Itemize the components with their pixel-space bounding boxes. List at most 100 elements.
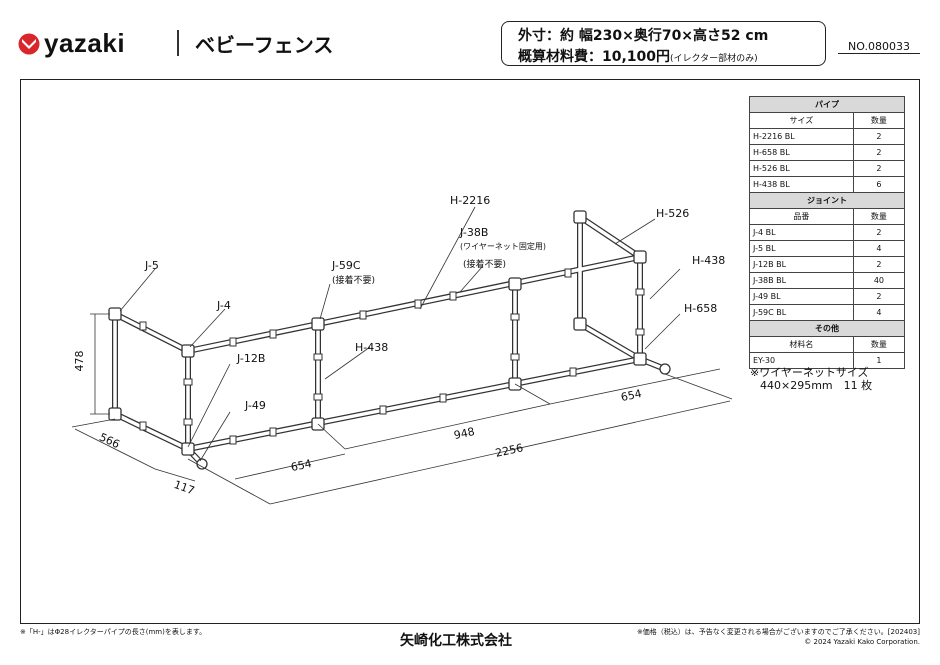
part-name: J-38B BL (749, 272, 854, 289)
part-qty: 2 (852, 288, 906, 305)
part-qty: 2 (852, 224, 906, 241)
part-qty: 6 (852, 176, 906, 193)
parts-section-header: パイプ (749, 96, 905, 113)
label-h526: H-526 (656, 207, 689, 220)
spec-size: 外寸：約 幅230×奥行70×高さ52 cm (518, 28, 769, 44)
brand-logo: yazaki (18, 28, 125, 59)
spec-cost-note: (イレクター部材のみ) (670, 54, 758, 64)
leader-lines (119, 206, 681, 462)
spec-cost: 概算材料費：10,100円(イレクター部材のみ) (518, 46, 758, 66)
part-name: J-49 BL (749, 288, 854, 305)
parts-column-header: 品番数量 (749, 208, 906, 225)
parts-col-qty: 数量 (852, 112, 906, 129)
parts-col-name: サイズ (749, 112, 854, 129)
joints (108, 210, 671, 470)
parts-column-header: 材料名数量 (749, 336, 906, 353)
brand-name: yazaki (44, 28, 126, 58)
part-qty: 2 (852, 256, 906, 273)
parts-col-name: 品番 (749, 208, 854, 225)
part-qty: 1 (852, 352, 906, 369)
spec-cost-label: 概算材料費：10,100円 (518, 49, 671, 65)
dim-back-right: 654 (620, 387, 643, 404)
part-name: H-2216 BL (749, 128, 854, 145)
company-name: 矢崎化工株式会社 (400, 633, 512, 649)
joint-j12b-right-bottom (633, 352, 647, 366)
parts-column-header: サイズ数量 (749, 112, 906, 129)
part-qty: 2 (852, 160, 906, 177)
joint-j5-left-bottom (108, 407, 122, 421)
label-j4: J-4 (216, 299, 231, 312)
label-j38b: J-38B (459, 226, 488, 239)
part-name: J-12B BL (749, 256, 854, 273)
label-j38b-note2: (接着不要) (463, 258, 506, 270)
fence-diagram: H-2216 H-526 H-438 H-658 H-438 J-5 J-4 J… (71, 194, 733, 505)
label-h2216: H-2216 (450, 194, 490, 207)
joint-j5-right-back-bottom (573, 317, 587, 331)
part-name: J-59C BL (749, 304, 854, 321)
part-name: H-438 BL (749, 176, 854, 193)
document-number: NO.080033 (838, 40, 920, 54)
dim-height: 478 (73, 351, 86, 372)
yazaki-logo-icon (18, 33, 40, 54)
joint-j5-right-back-top (573, 210, 587, 224)
main-frame (20, 79, 920, 624)
part-qty: 40 (852, 272, 906, 289)
part-qty: 4 (852, 240, 906, 257)
label-h658: H-658 (684, 302, 717, 315)
label-j38b-note1: (ワイヤーネット固定用) (460, 241, 546, 251)
clamps-j38b (139, 268, 645, 445)
wire-net-note: ※ワイヤーネットサイズ (750, 366, 869, 379)
label-j5: J-5 (144, 259, 159, 272)
label-j12b: J-12B (236, 352, 265, 365)
parts-section-header: ジョイント (749, 192, 905, 209)
parts-col-qty: 数量 (852, 336, 906, 353)
dim-middle: 948 (453, 425, 476, 442)
parts-col-name: 材料名 (749, 336, 854, 353)
header-divider (177, 30, 179, 56)
footnote-right: ※価格（税込）は、予告なく変更される場合がございますのでご了承ください。[202… (636, 628, 920, 636)
joint-j4-front-top (181, 344, 195, 358)
parts-section-title: パイプ (749, 96, 905, 113)
label-h438-right: H-438 (692, 254, 725, 267)
joint-j49-foot-right (659, 363, 671, 375)
joint-j59c-mid-right-top (508, 277, 522, 291)
parts-section-title: ジョイント (749, 192, 905, 209)
label-j59c-note: (接着不要) (332, 274, 375, 286)
dim-front-left: 654 (290, 457, 313, 474)
wire-net-size: 440×295mm 11 枚 (760, 379, 873, 392)
part-name: H-526 BL (749, 160, 854, 177)
part-qty: 4 (852, 304, 906, 321)
joint-j4-right-top (633, 250, 647, 264)
footnote-left: ※「H-」はΦ28イレクターパイプの長さ(mm)を表します。 (20, 628, 207, 636)
joint-j49-foot-left (196, 458, 208, 470)
label-j59c: J-59C (331, 259, 361, 272)
parts-section-title: その他 (749, 320, 905, 337)
part-name: J-4 BL (749, 224, 854, 241)
page-title: ベビーフェンス (195, 33, 334, 57)
joint-j12b-front-bottom (181, 442, 195, 456)
joint-j5-left-top (108, 307, 122, 321)
parts-col-qty: 数量 (852, 208, 906, 225)
copyright: © 2024 Yazaki Kako Corporation. (804, 638, 920, 646)
joint-j59c-mid-left-top (311, 317, 325, 331)
pipe-frame (112, 214, 668, 467)
part-name: H-658 BL (749, 144, 854, 161)
label-j49: J-49 (244, 399, 266, 412)
label-h438-mid: H-438 (355, 341, 388, 354)
part-qty: 2 (852, 144, 906, 161)
part-labels: H-2216 H-526 H-438 H-658 H-438 J-5 J-4 J… (144, 194, 725, 412)
dim-offset: 117 (172, 478, 196, 497)
parts-section-header: その他 (749, 320, 905, 337)
dimension-lines (71, 313, 733, 505)
